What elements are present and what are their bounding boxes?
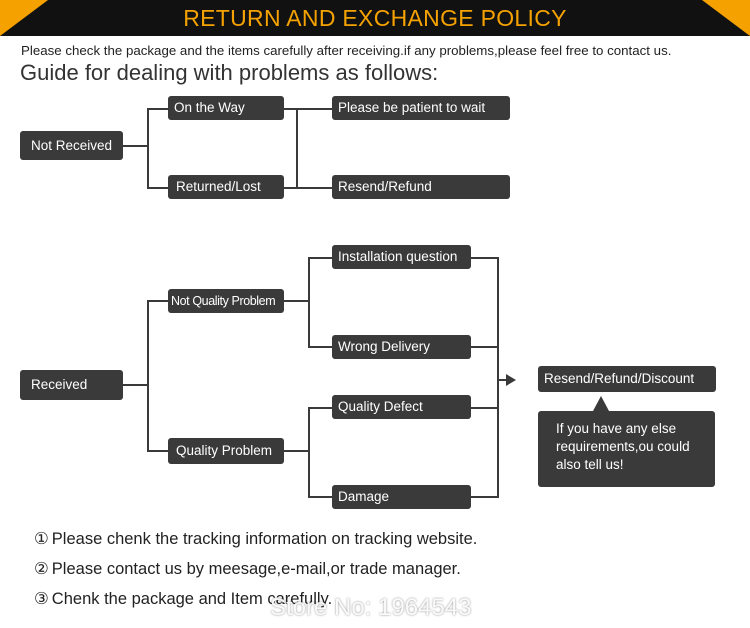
connector (308, 407, 310, 498)
connector (471, 407, 497, 409)
connector (147, 187, 168, 189)
connector (147, 108, 149, 188)
connector (147, 300, 149, 452)
node-resend-refund: Resend/Refund (332, 175, 510, 199)
note-bubble: If you have any else requirements,ou cou… (538, 411, 715, 487)
connector (471, 496, 497, 498)
node-patient-wait: Please be patient to wait (332, 96, 510, 120)
node-installation-question: Installation question (332, 245, 471, 269)
node-received: Received (20, 370, 123, 400)
connector (497, 257, 499, 498)
connector (147, 108, 168, 110)
step-number: ① (34, 530, 49, 548)
node-resend-refund-discount: Resend/Refund/Discount (538, 366, 716, 392)
node-returned-lost: Returned/Lost (168, 175, 284, 199)
connector (296, 108, 332, 110)
node-damage: Damage (332, 485, 471, 509)
connector (308, 257, 310, 348)
step-text: Please contact us by meesage,e-mail,or t… (51, 560, 461, 578)
step-text: Please chenk the tracking information on… (51, 530, 478, 548)
connector (123, 145, 147, 147)
banner-corner-right (702, 0, 750, 36)
connector (308, 257, 332, 259)
connector (284, 108, 296, 110)
connector (296, 187, 332, 189)
node-not-received: Not Received (20, 131, 123, 160)
header-banner: RETURN AND EXCHANGE POLICY (0, 0, 750, 36)
connector (497, 379, 509, 381)
connector (296, 108, 298, 189)
connector (284, 300, 308, 302)
node-not-quality-problem: Not Quality Problem (168, 289, 284, 313)
connector (308, 346, 332, 348)
speech-pointer (593, 396, 609, 411)
connector (308, 496, 332, 498)
step-number: ② (34, 560, 49, 578)
connector (471, 257, 497, 259)
connector (147, 300, 168, 302)
step-text: Chenk the package and Item carefully. (51, 590, 333, 608)
connector (284, 450, 308, 452)
node-quality-defect: Quality Defect (332, 395, 471, 419)
node-wrong-delivery: Wrong Delivery (332, 335, 471, 359)
guide-title: Guide for dealing with problems as follo… (20, 60, 439, 85)
connector (471, 346, 497, 348)
connector (147, 450, 168, 452)
connector (284, 187, 296, 189)
arrow-right-icon (506, 374, 516, 386)
node-on-the-way: On the Way (168, 96, 284, 120)
connector (123, 384, 147, 386)
banner-corner-left (0, 0, 48, 36)
node-quality-problem: Quality Problem (168, 438, 284, 464)
page-title: RETURN AND EXCHANGE POLICY (183, 5, 567, 31)
store-watermark: Store No: 1964543 (270, 594, 472, 621)
connector (308, 407, 332, 409)
step-number: ③ (34, 590, 49, 608)
intro-text: Please check the package and the items c… (21, 43, 672, 58)
